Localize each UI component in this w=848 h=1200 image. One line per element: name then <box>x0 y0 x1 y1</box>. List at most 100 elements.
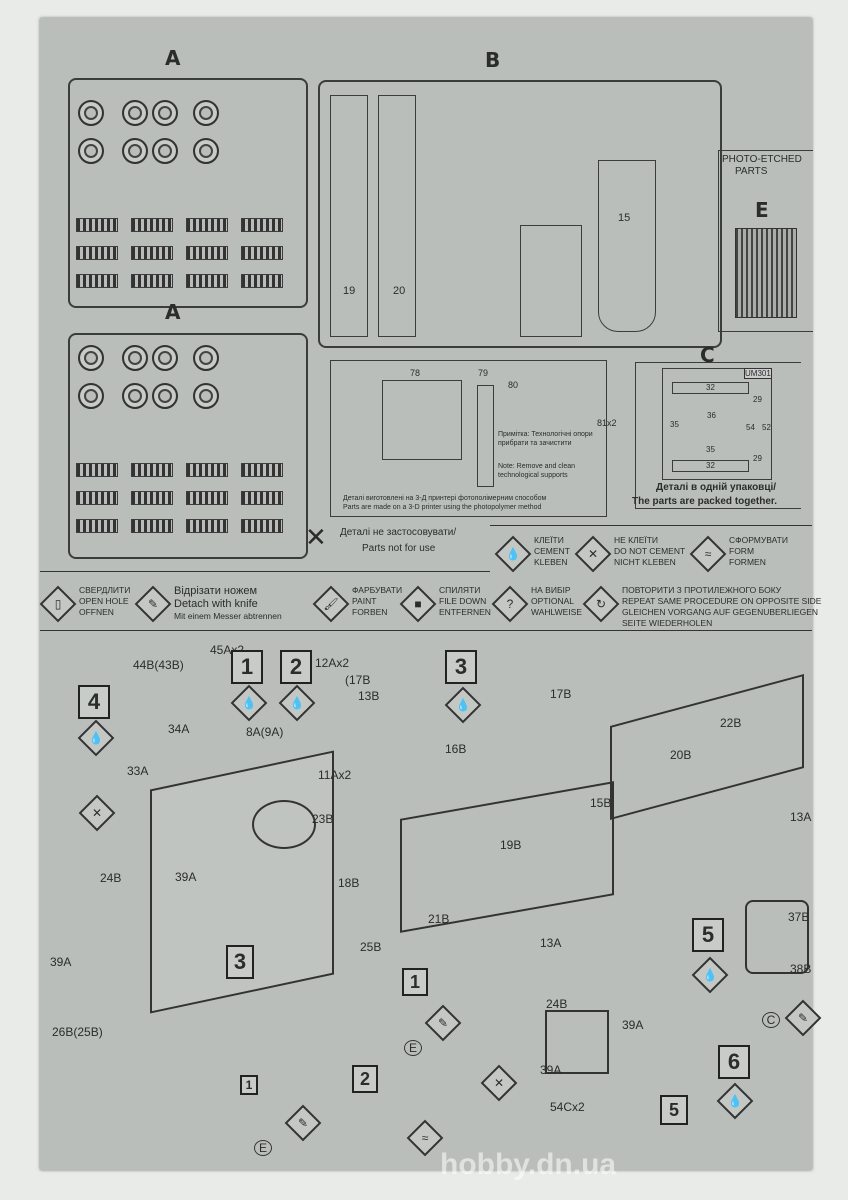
legend-line: GLEICHEN VORGANG AUF GEGENUBERLIEGEN <box>622 607 819 617</box>
track-link-part <box>241 274 283 288</box>
step-4-number: 4 <box>78 685 110 719</box>
legend-line: NICHT KLEBEN <box>614 557 676 567</box>
road-wheel-part <box>152 345 178 371</box>
part-32c: 32 <box>672 382 749 394</box>
part-callout: 12Ax2 <box>315 656 350 670</box>
sprue-a-frame-2 <box>68 333 308 559</box>
legend-line: КЛЕЇТИ <box>534 535 564 545</box>
road-wheel-part <box>122 383 148 409</box>
road-wheel-part <box>78 383 104 409</box>
divider <box>490 525 812 526</box>
part-callout: 39A <box>50 955 72 969</box>
track-link-part <box>131 491 173 505</box>
part-37b <box>745 900 809 974</box>
part-22b <box>330 95 368 337</box>
part-callout: 39A <box>175 870 197 884</box>
step-3-number: 3 <box>445 650 477 684</box>
sprue-e-label: E <box>755 198 769 222</box>
legend-line: SEITE WIEDERHOLEN <box>622 618 713 628</box>
part-label: 81x2 <box>597 418 617 428</box>
substep-1: 1 <box>402 968 428 996</box>
sprue-a-label: A <box>165 46 181 70</box>
part-callout: 38B <box>790 962 812 976</box>
part-label: 35 <box>670 420 679 429</box>
legend-line: СПИЛЯТИ <box>439 585 481 595</box>
track-link-part <box>76 246 118 260</box>
legend-line: OPTIONAL <box>531 596 574 606</box>
part-callout: 26B(25B) <box>52 1025 103 1039</box>
part-label: 52 <box>762 423 771 432</box>
step-2-number: 2 <box>280 650 312 684</box>
part-32c-2: 32 <box>672 460 749 472</box>
part-label: 20 <box>393 285 406 297</box>
step-6-number: 6 <box>718 1045 750 1079</box>
printed-parts-frame <box>330 360 607 517</box>
legend-line: FORM <box>729 546 755 556</box>
part-label: 32 <box>706 383 715 392</box>
part-callout: 24B <box>100 871 122 885</box>
legend-line: OPEN HOLE <box>79 596 129 606</box>
photo-etched-title: PHOTO-ETCHED <box>722 154 802 165</box>
legend-line: PAINT <box>352 596 377 606</box>
turret-ring <box>252 800 316 849</box>
legend-line: DO NOT CEMENT <box>614 546 686 556</box>
road-wheel-part <box>78 345 104 371</box>
part-callout: 33A <box>127 764 149 778</box>
part-callout: 44B(43B) <box>133 658 184 672</box>
step-1-number: 1 <box>231 650 263 684</box>
part-label: 79 <box>478 368 489 378</box>
track-link-part <box>76 218 118 232</box>
legend-line: Відрізати ножем <box>174 585 258 597</box>
part-label: 19 <box>343 285 356 297</box>
part-24b <box>545 1010 609 1074</box>
legend-line: REPEAT SAME PROCEDURE ON OPPOSITE SIDE <box>622 596 822 606</box>
sprue-a-label-2: A <box>165 300 181 324</box>
mark-e: E <box>254 1140 272 1156</box>
sprue-c-frame <box>635 362 801 509</box>
packed-note-en: The parts are packed together. <box>632 496 778 507</box>
legend-line: Mit einem Messer abtrennen <box>174 611 282 621</box>
substep-1b: 1 <box>240 1075 258 1095</box>
track-link-part <box>241 463 283 477</box>
track-link-part <box>76 274 118 288</box>
track-link-part <box>186 519 228 533</box>
legend-line: WAHLWEISE <box>531 607 583 617</box>
track-link-part <box>76 463 118 477</box>
sprue-b-frame <box>318 80 722 348</box>
track-link-part <box>131 218 173 232</box>
road-wheel-part <box>193 100 219 126</box>
legend-line: ENTFERNEN <box>439 607 491 617</box>
legend-line: СВЕРДЛИТИ <box>79 585 131 595</box>
substep-3: 3 <box>226 945 254 979</box>
sprue-c-inner <box>662 368 772 480</box>
road-wheel-part <box>122 138 148 164</box>
legend-line: OFFNEN <box>79 607 114 617</box>
part-21b <box>378 95 416 337</box>
part-label: 78 <box>410 368 421 378</box>
track-link-part <box>186 246 228 260</box>
part-callout: 23B <box>312 812 334 826</box>
sprue-c-label: C <box>700 343 715 367</box>
part-callout: 39A <box>622 1018 644 1032</box>
part-callout: 20B <box>670 748 692 762</box>
divider <box>40 630 812 631</box>
part-callout: 24B <box>546 997 568 1011</box>
part-callout: 19B <box>500 838 522 852</box>
track-link-part <box>186 491 228 505</box>
printed-note-en: Note: Remove and clean technological sup… <box>498 463 576 479</box>
part-label: 54 <box>746 423 755 432</box>
photo-etched-subtitle: PARTS <box>735 166 768 177</box>
not-for-use-en: Parts not for use <box>362 543 436 554</box>
legend-line: CEMENT <box>534 546 570 556</box>
substep-5: 5 <box>660 1095 688 1125</box>
part-callout: 21B <box>428 912 450 926</box>
part-callout: 54Cx2 <box>550 1100 585 1114</box>
part-callout: 18B <box>338 876 360 890</box>
legend-line: ПОВТОРИТИ З ПРОТИЛЕЖНОГО БОКУ <box>622 585 782 595</box>
